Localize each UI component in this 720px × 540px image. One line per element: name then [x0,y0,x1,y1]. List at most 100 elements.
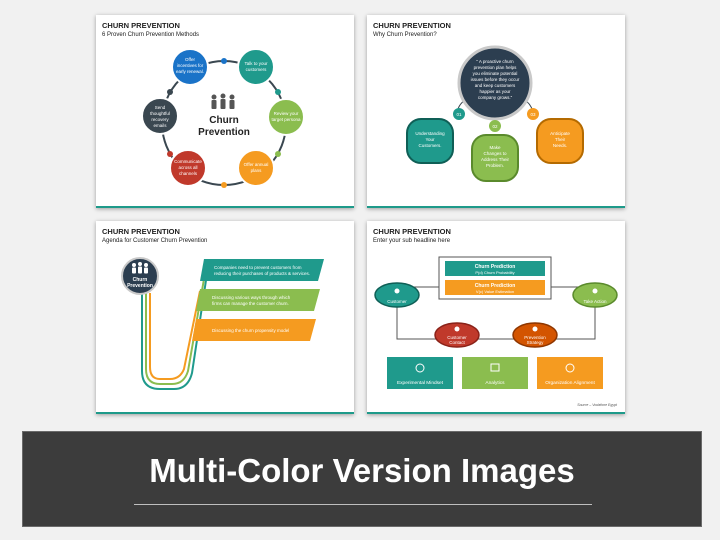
strategy-icon [532,326,538,332]
svg-text:Experimental Mindset: Experimental Mindset [397,380,444,386]
people-icon [211,93,235,109]
slide-title: CHURN PREVENTION [102,227,180,236]
svg-text:Customers.: Customers. [418,143,441,148]
svg-text:Churn Prediction: Churn Prediction [475,283,516,289]
take-action-node[interactable]: Take Action [572,282,618,308]
svg-text:Their: Their [555,137,566,142]
methods-diagram: Churn Prevention Talk to your customers … [141,48,305,188]
center-label: Churn [209,115,238,126]
svg-text:Analytics: Analytics [485,380,505,386]
slide-agenda[interactable]: CHURN PREVENTION Agenda for Customer Chu… [96,221,354,414]
svg-text:prevention plan helps: prevention plan helps [474,65,518,70]
svg-text:Take Action: Take Action [583,299,607,304]
svg-text:Prevention: Prevention [524,335,546,340]
svg-text:Discussing the churn propensit: Discussing the churn propensity model [212,328,289,333]
ring-dot [167,151,173,157]
svg-text:02: 02 [492,124,498,129]
number-badge [527,108,539,120]
svg-text:Strategy: Strategy [527,340,545,345]
people-icon [132,262,148,274]
svg-text:and keep customers: and keep customers [475,83,516,88]
svg-text:customers: customers [246,67,268,72]
svg-text:emails: emails [153,123,167,128]
svg-text:happier as your: happier as your [479,89,511,94]
reason-card[interactable]: Make Changes to Address Their Problem. [471,134,519,182]
reason-card[interactable]: Anticipate Their Needs. [536,118,584,164]
agenda-diagram: Churn Prevention Companies need to preve… [121,257,324,390]
ring-dot [221,182,227,188]
agenda-item[interactable]: Companies need to prevent customers from… [200,259,324,281]
method-circle[interactable]: Review your target persona [267,98,305,136]
svg-text:Communicate: Communicate [174,159,202,164]
banner-title: Multi-Color Version Images [149,452,575,489]
svg-text:Prevention: Prevention [127,283,153,289]
slide-title: CHURN PREVENTION [373,21,451,30]
svg-text:Problem.: Problem. [486,163,504,168]
quote-circle [457,45,533,121]
customer-node[interactable]: Customer [374,282,420,308]
banner: Multi-Color Version Images [22,431,702,527]
analytics-icon [490,363,500,372]
svg-text:" A proactive churn: " A proactive churn [476,59,514,64]
slide-title: CHURN PREVENTION [102,21,180,30]
svg-text:across all: across all [178,165,197,170]
svg-text:V(c) Value Estimation: V(c) Value Estimation [476,289,514,294]
svg-text:Customer: Customer [387,299,407,304]
svg-text:01: 01 [456,112,462,117]
prevention-strategy-node[interactable]: Prevention Strategy [512,322,558,348]
prediction-bar[interactable]: Churn Prediction V(c) Value Estimation [445,280,545,295]
svg-text:Send: Send [155,105,166,110]
svg-text:plans: plans [251,168,263,173]
pillar-box[interactable]: Analytics [462,357,528,389]
agenda-item[interactable]: Discussing various ways through which fi… [196,289,320,311]
pillar-box[interactable]: Experimental Mindset [387,357,453,389]
center-label: Prevention [198,127,250,138]
svg-text:Talk to your: Talk to your [244,61,268,66]
svg-text:recovery: recovery [151,117,169,122]
slide-6-methods[interactable]: CHURN PREVENTION 6 Proven Churn Preventi… [96,15,354,208]
svg-text:Needs.: Needs. [553,143,567,148]
ring-dot [275,89,281,95]
svg-text:Offer annual: Offer annual [244,162,269,167]
agenda-item[interactable]: Discussing the churn propensity model [192,319,316,341]
reason-card[interactable]: Understanding Your Customers. [406,118,454,164]
slide-subtitle: 6 Proven Churn Prevention Methods [102,32,200,38]
svg-text:Address Their: Address Their [481,157,509,162]
svg-text:target persona: target persona [271,117,301,122]
method-circle[interactable]: Communicate across all channels [169,149,207,187]
svg-text:firms can manage the customer: firms can manage the customer churn. [212,301,289,306]
svg-text:Companies need to prevent cust: Companies need to prevent customers from [214,265,302,270]
contact-icon [454,326,460,332]
ring-dot [167,89,173,95]
method-circle[interactable]: Offer annual plans [237,149,275,187]
svg-text:Changes to: Changes to [483,151,507,156]
svg-text:issues before they occur: issues before they occur [471,77,520,82]
customer-contact-node[interactable]: Customer Contact [434,322,480,348]
svg-text:Churn Prediction: Churn Prediction [475,264,516,270]
ring-dot [275,151,281,157]
ring-dot [221,58,227,64]
svg-text:channels: channels [179,171,198,176]
svg-text:thoughtful: thoughtful [150,111,170,116]
prediction-bar[interactable]: Churn Prediction P(d) Churn Probability [445,261,545,276]
svg-text:reducing their purchases of pr: reducing their purchases of products & s… [214,271,310,276]
slide-why-churn-prevention[interactable]: CHURN PREVENTION Why Churn Prevention? "… [367,15,625,208]
svg-text:Discussing various ways throug: Discussing various ways through which [212,295,291,300]
slide-churn-prediction[interactable]: CHURN PREVENTION Enter your sub headline… [367,221,625,414]
svg-text:Your: Your [425,137,435,142]
svg-text:Anticipate: Anticipate [550,131,570,136]
svg-text:Review your: Review your [274,111,299,116]
slide-subtitle: Why Churn Prevention? [373,32,437,38]
svg-text:Customer: Customer [447,335,467,340]
svg-text:incentives for: incentives for [177,63,204,68]
method-circle[interactable]: Send thoughtful recovery emails [141,97,179,135]
method-circle[interactable]: Talk to your customers [237,48,275,86]
svg-text:P(d) Churn Probability: P(d) Churn Probability [475,270,514,275]
svg-text:you eliminate potential: you eliminate potential [473,71,518,76]
svg-text:early renewal.: early renewal. [176,69,204,74]
svg-text:Make: Make [489,145,501,150]
method-circle[interactable]: Offer incentives for early renewal. [171,48,209,86]
pillar-box[interactable]: Organization Alignment [537,357,603,389]
svg-text:03: 03 [530,112,536,117]
